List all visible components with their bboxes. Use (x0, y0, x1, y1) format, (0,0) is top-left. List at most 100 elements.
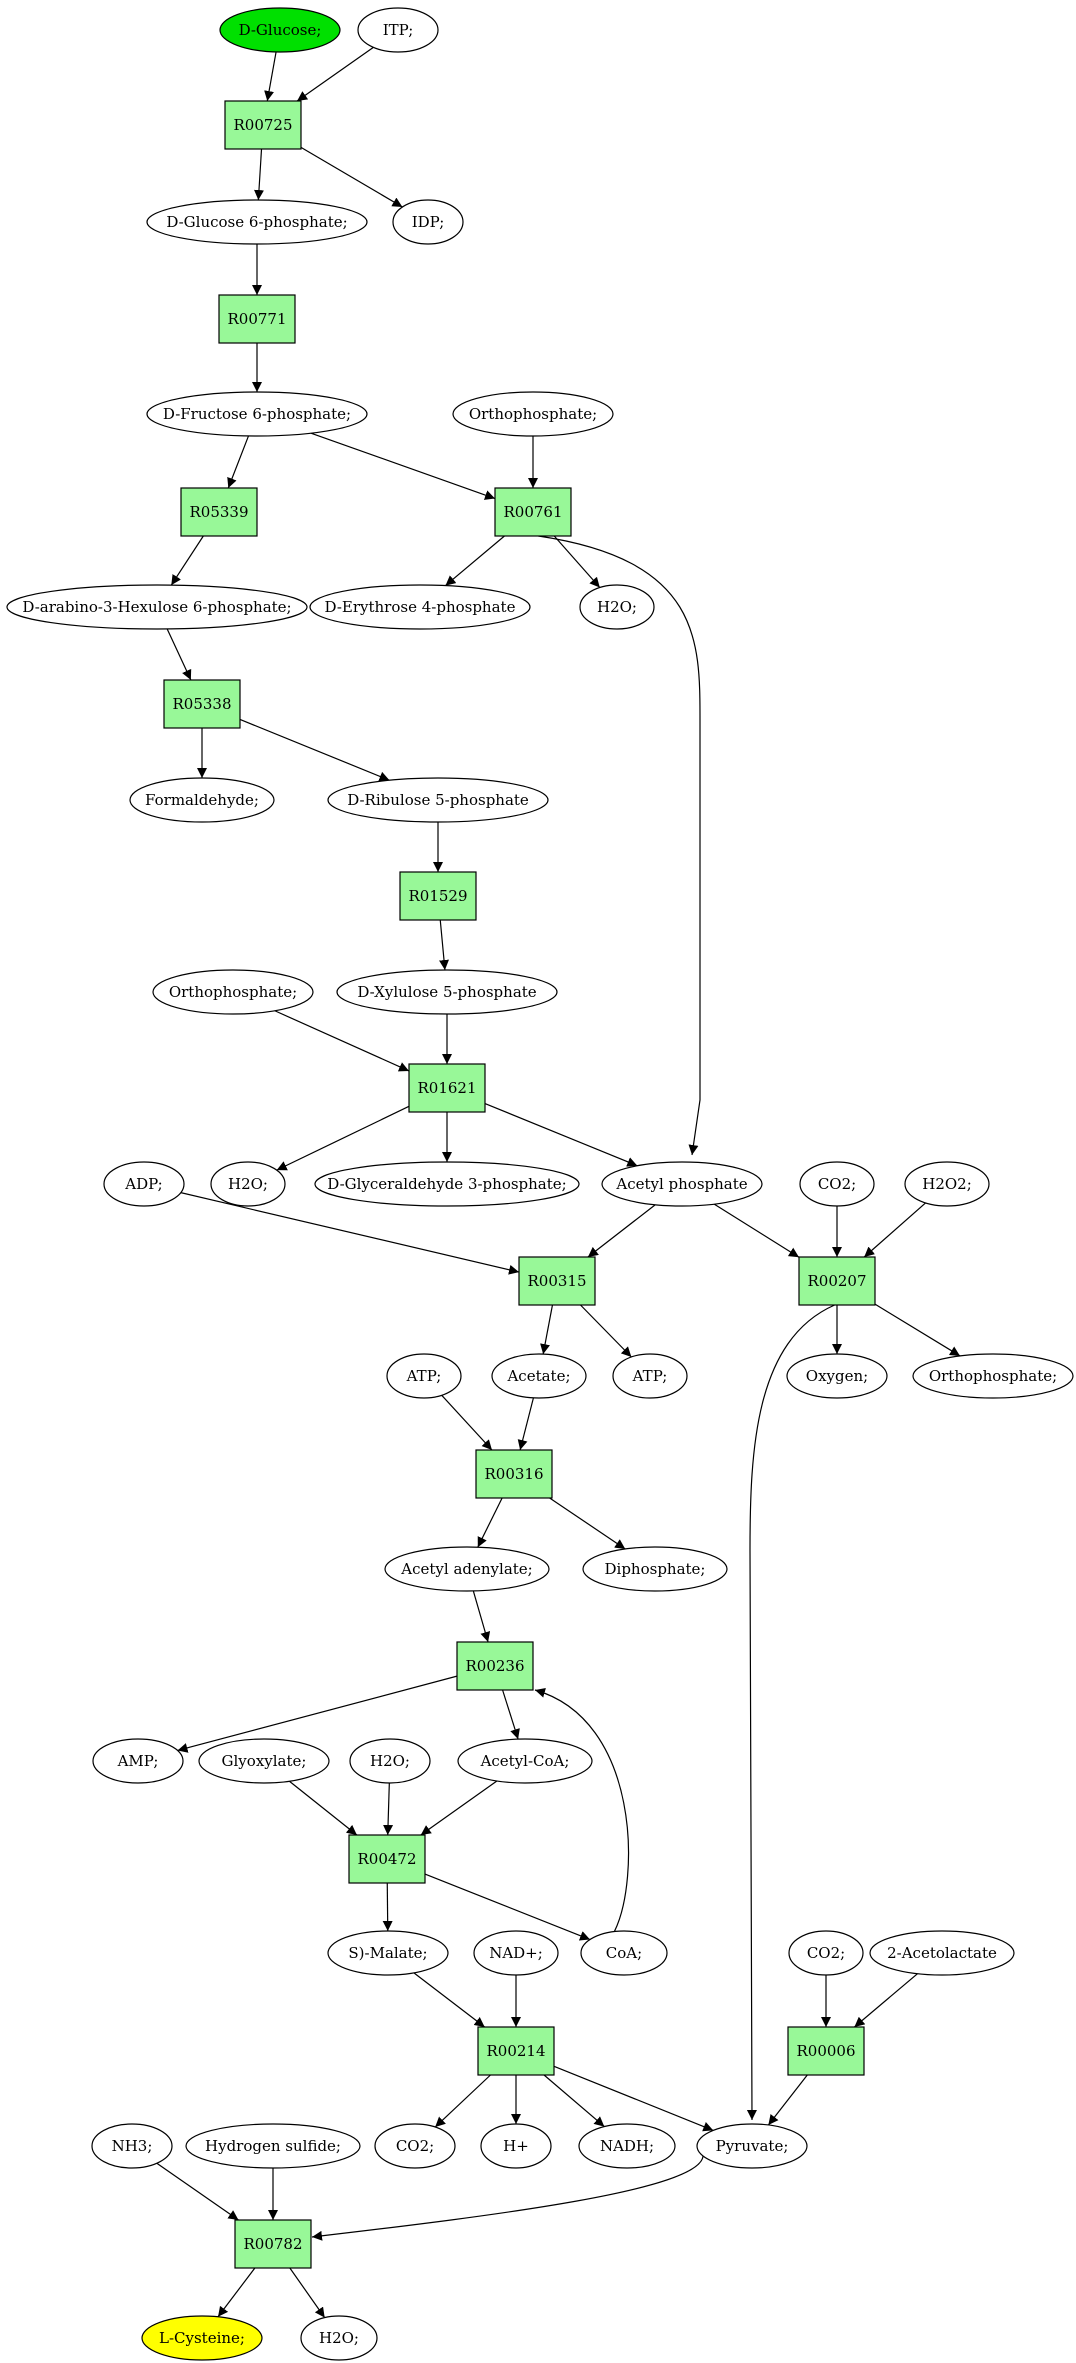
metabolite-node[interactable]: D-Xylulose 5-phosphate (336, 969, 558, 1015)
metabolite-node[interactable]: Acetyl-CoA; (457, 1738, 593, 1784)
metabolite-node[interactable]: H2O; (210, 1161, 286, 1207)
metabolite-ellipse (904, 1161, 990, 1207)
reaction-box (224, 100, 302, 150)
metabolite-node[interactable]: H+ (480, 2123, 552, 2169)
edge-r8-to-m22 (580, 1304, 632, 1358)
metabolite-node[interactable]: H2O2; (904, 1161, 990, 1207)
reaction-label: R00236 (465, 1657, 524, 1675)
metabolite-node[interactable]: ADP; (103, 1161, 185, 1207)
edge-m17-to-r9 (713, 1203, 800, 1258)
edge-m7-to-r5 (166, 628, 192, 681)
metabolite-node[interactable]: AMP; (92, 1738, 184, 1784)
reaction-node[interactable]: R00207 (798, 1256, 876, 1306)
metabolite-node[interactable]: S)-Malate; (327, 1930, 449, 1976)
metabolite-node[interactable]: ATP; (386, 1353, 462, 1399)
edge-r14-to-m41 (767, 2074, 808, 2126)
metabolite-label: H2O; (319, 2329, 359, 2347)
metabolite-ellipse (336, 969, 558, 1015)
reaction-node[interactable]: R00236 (456, 1641, 534, 1691)
metabolite-node[interactable]: NAD+; (473, 1930, 559, 1976)
metabolite-ellipse (327, 1930, 449, 1976)
metabolite-node[interactable]: CO2; (374, 2123, 456, 2169)
metabolite-node[interactable]: CO2; (788, 1930, 864, 1976)
metabolite-label: ITP; (383, 21, 414, 39)
metabolite-label: D-Glyceraldehyde 3-phosphate; (327, 1175, 566, 1193)
metabolite-node[interactable]: Acetyl phosphate (601, 1161, 763, 1207)
edge-m1-to-r1 (264, 51, 277, 102)
metabolite-node[interactable]: H2O; (300, 2315, 378, 2361)
metabolite-node[interactable]: L-Cysteine; (141, 2315, 263, 2361)
edge-r13-to-m40 (543, 2074, 605, 2128)
edge-r1-to-m4 (300, 146, 403, 208)
metabolite-ellipse (578, 2123, 676, 2169)
metabolite-node[interactable]: CoA; (580, 1930, 668, 1976)
metabolite-node[interactable]: H2O; (579, 584, 655, 630)
metabolite-node[interactable]: Acetate; (491, 1353, 587, 1399)
reaction-node[interactable]: R05339 (180, 487, 258, 537)
metabolite-ellipse (129, 777, 275, 823)
metabolite-ellipse (491, 1353, 587, 1399)
edge-m2-to-r1 (296, 46, 374, 102)
metabolite-node[interactable]: Formaldehyde; (129, 777, 275, 823)
metabolite-node[interactable]: D-Glucose; (219, 7, 341, 53)
edge-r15-to-m43 (289, 2267, 326, 2318)
metabolite-label: Acetate; (506, 1367, 570, 1385)
edge-m14-to-r8 (180, 1192, 520, 1275)
metabolite-node[interactable]: 2-Acetolactate (869, 1930, 1015, 1976)
metabolite-node[interactable]: Orthophosphate; (452, 391, 614, 437)
reaction-node[interactable]: R00771 (218, 294, 296, 344)
edge-m28-to-r12 (289, 1780, 358, 1836)
metabolite-node[interactable]: D-Erythrose 4-phosphate (309, 584, 531, 630)
metabolite-node[interactable]: Oxygen; (786, 1353, 888, 1399)
reaction-node[interactable]: R00316 (475, 1449, 553, 1499)
metabolite-label: D-Glucose; (239, 21, 322, 39)
metabolite-ellipse (141, 2315, 263, 2361)
metabolite-node[interactable]: ITP; (357, 7, 439, 53)
metabolite-node[interactable]: D-Ribulose 5-phosphate (327, 777, 549, 823)
reaction-node[interactable]: R01621 (408, 1063, 486, 1113)
edge-r10-to-m26 (549, 1497, 626, 1550)
metabolite-node[interactable]: D-Glucose 6-phosphate; (146, 199, 368, 245)
metabolite-ellipse (152, 969, 314, 1015)
edge-r5-to-m11 (239, 718, 390, 782)
metabolite-node[interactable]: NADH; (578, 2123, 676, 2169)
metabolite-node[interactable]: ATP; (612, 1353, 688, 1399)
metabolite-label: IDP; (412, 213, 445, 231)
edge-m21-to-r10 (517, 1397, 535, 1451)
metabolite-ellipse (601, 1161, 763, 1207)
reaction-node[interactable]: R00782 (234, 2219, 312, 2269)
metabolite-node[interactable]: Acetyl adenylate; (384, 1546, 550, 1592)
reaction-box (494, 487, 572, 537)
metabolite-node[interactable]: D-arabino-3-Hexulose 6-phosphate; (6, 584, 308, 630)
edge-r4-to-m9 (553, 535, 601, 588)
metabolite-node[interactable]: Orthophosphate; (152, 969, 314, 1015)
reaction-box (234, 2219, 312, 2269)
reaction-node[interactable]: R00761 (494, 487, 572, 537)
reaction-node[interactable]: R05338 (163, 679, 241, 729)
metabolite-ellipse (452, 391, 614, 437)
reaction-node[interactable]: R00315 (518, 1256, 596, 1306)
metabolite-node[interactable]: Pyruvate; (696, 2123, 808, 2169)
edge-m5-to-r4 (310, 432, 496, 500)
reaction-node[interactable]: R00006 (787, 2026, 865, 2076)
metabolite-label: Glyoxylate; (222, 1752, 307, 1770)
metabolite-ellipse (480, 2123, 552, 2169)
reaction-label: R00782 (243, 2235, 302, 2253)
reaction-node[interactable]: R00725 (224, 100, 302, 150)
metabolite-node[interactable]: Orthophosphate; (912, 1353, 1074, 1399)
metabolite-node[interactable]: Diphosphate; (582, 1546, 728, 1592)
metabolite-node[interactable]: NH3; (91, 2123, 173, 2169)
metabolite-node[interactable]: Hydrogen sulfide; (185, 2123, 361, 2169)
metabolite-node[interactable]: CO2; (799, 1161, 875, 1207)
metabolite-node[interactable]: D-Glyceraldehyde 3-phosphate; (314, 1161, 580, 1207)
metabolite-node[interactable]: D-Fructose 6-phosphate; (146, 391, 368, 437)
metabolite-node[interactable]: IDP; (392, 199, 464, 245)
metabolite-node[interactable]: Glyoxylate; (198, 1738, 330, 1784)
metabolite-node[interactable]: H2O; (349, 1738, 431, 1784)
edge-m35-to-r14 (854, 1973, 918, 2028)
reaction-node[interactable]: R00214 (477, 2026, 555, 2076)
reaction-node[interactable]: R01529 (399, 871, 477, 921)
reaction-node[interactable]: R00472 (348, 1834, 426, 1884)
metabolite-ellipse (103, 1161, 185, 1207)
metabolite-ellipse (300, 2315, 378, 2361)
